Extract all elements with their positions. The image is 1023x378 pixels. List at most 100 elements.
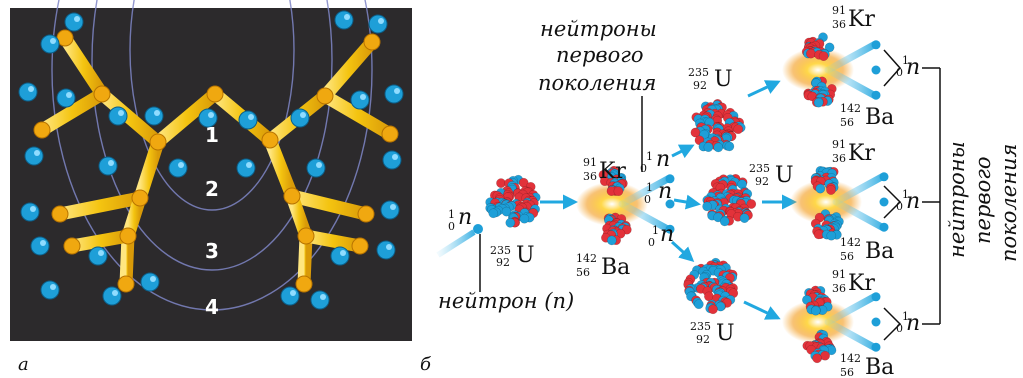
neutron-path-rod [299, 229, 367, 253]
neutron-particle [606, 235, 617, 246]
neutron-particle [64, 12, 84, 32]
fission2c-labels: 91 36 Kr 142 56 Ba [832, 268, 894, 378]
neutron-particle [815, 183, 826, 194]
svg-text:92: 92 [693, 79, 707, 92]
svg-text:91: 91 [583, 156, 597, 169]
svg-text:91: 91 [832, 4, 846, 17]
neutron-particle [824, 42, 835, 53]
neutron-particle [334, 10, 354, 30]
svg-text:142: 142 [576, 252, 597, 265]
neutron-particle [519, 213, 530, 224]
emitted-neutron [871, 40, 881, 50]
neutron-beam [618, 200, 672, 233]
neutron-particle [30, 236, 50, 256]
svg-text:Kr: Kr [848, 271, 875, 296]
neutron-beam [824, 41, 878, 74]
fission1-kr-label: 91 36 Kr [583, 156, 626, 184]
gen2-neutron-labels: 1 0 n 1 0 n 1 0 n [896, 54, 920, 336]
neutron-path-rod [263, 133, 299, 203]
krypton-fragment [810, 166, 839, 195]
neutron-particle [703, 142, 714, 152]
svg-text:0: 0 [648, 236, 655, 249]
svg-text:1: 1 [902, 310, 909, 323]
neutron-beam [824, 318, 878, 351]
neutron-highlight [386, 244, 392, 250]
fission-node [33, 121, 51, 139]
svg-text:n: n [656, 147, 670, 172]
proton-particle [733, 124, 744, 135]
svg-text:n: n [658, 179, 672, 204]
emitted-neutron [879, 222, 889, 232]
neutron-particle [290, 108, 310, 128]
proton-particle [806, 48, 816, 59]
svg-text:1: 1 [902, 188, 909, 201]
svg-text:U: U [516, 243, 535, 268]
neutron-particle [810, 305, 821, 316]
svg-text:235: 235 [490, 244, 511, 257]
uranium-nucleus-2b [702, 173, 757, 227]
neutron-highlight [66, 92, 72, 98]
svg-text:91: 91 [832, 268, 846, 281]
fission-node [351, 237, 369, 255]
ring-2 [129, 0, 295, 211]
proton-particle [746, 199, 757, 209]
proton-particle [813, 229, 824, 240]
neutron-particle [40, 280, 60, 300]
neutron-particle [719, 216, 730, 227]
neutron-particle [368, 14, 388, 34]
neutron-highlight [290, 290, 296, 296]
ring-label-3: 3 [205, 239, 219, 263]
svg-text:1: 1 [902, 54, 909, 67]
svg-text:235: 235 [690, 320, 711, 333]
emitted-neutron [871, 65, 881, 75]
fission-event-1 [576, 165, 675, 246]
svg-text:92: 92 [755, 175, 769, 188]
neutron-particle [24, 146, 44, 166]
svg-text:36: 36 [832, 282, 846, 295]
svg-text:36: 36 [832, 18, 846, 31]
panel-a-photo: 1 2 3 4 [10, 0, 412, 341]
neutron-charge: 0 [448, 220, 455, 233]
emitted-neutron [879, 172, 889, 182]
neutron-particle [102, 286, 122, 306]
arrow-to-fission-2c [743, 300, 781, 320]
emitted-neutron [665, 199, 675, 209]
neutron-particle [376, 240, 396, 260]
neutron-path-rod [151, 87, 222, 149]
svg-text:поколения: поколения [538, 71, 656, 95]
proton-particle [704, 291, 714, 302]
fission-node [51, 205, 69, 223]
neutron-particle [280, 286, 300, 306]
svg-text:36: 36 [583, 170, 597, 183]
neutron-highlight [300, 112, 306, 118]
emitted-neutron [871, 317, 881, 327]
fission-node [381, 125, 399, 143]
fission-event-2b [790, 166, 889, 241]
svg-text:56: 56 [576, 266, 590, 279]
neutron-particle [382, 150, 402, 170]
fission-node [316, 87, 334, 105]
emitted-neutron [871, 292, 881, 302]
neutron-path-rod [285, 189, 373, 221]
svg-text:0: 0 [896, 66, 903, 79]
neutron-highlight [154, 110, 160, 116]
neutron-path-rod [65, 229, 135, 253]
svg-text:56: 56 [840, 250, 854, 263]
neutron-highlight [118, 110, 124, 116]
svg-text:U: U [716, 321, 735, 346]
svg-text:первого: первого [971, 156, 995, 244]
neutron-highlight [392, 154, 398, 160]
svg-text:n: n [906, 311, 920, 336]
svg-text:1: 1 [646, 181, 653, 194]
first-gen-label: нейтроны первого поколения [538, 17, 657, 172]
fission-node [119, 227, 137, 245]
neutron-beam [824, 293, 878, 326]
neutron-particle [98, 156, 118, 176]
neutron-highlight [178, 162, 184, 168]
barium-fragment [803, 76, 837, 108]
neutron-particle [380, 200, 400, 220]
ring-label-2: 2 [205, 177, 219, 201]
fission1-ba-label: 142 56 Ba [576, 252, 630, 280]
svg-text:0: 0 [896, 322, 903, 335]
fission-node [117, 275, 135, 293]
